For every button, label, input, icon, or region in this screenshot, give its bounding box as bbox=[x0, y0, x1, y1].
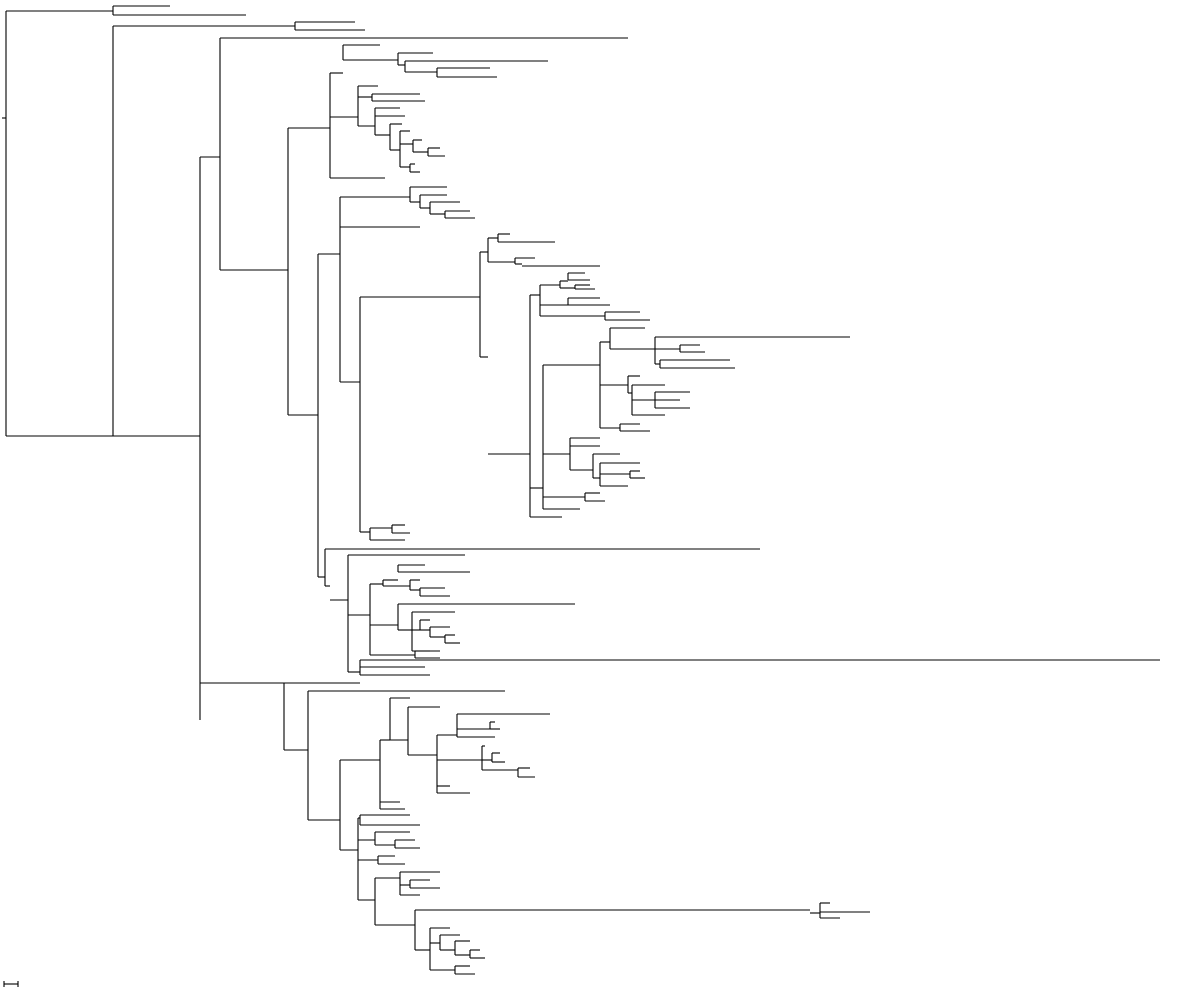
scale-bar bbox=[3, 981, 19, 987]
tree-branches bbox=[2, 5, 1160, 975]
